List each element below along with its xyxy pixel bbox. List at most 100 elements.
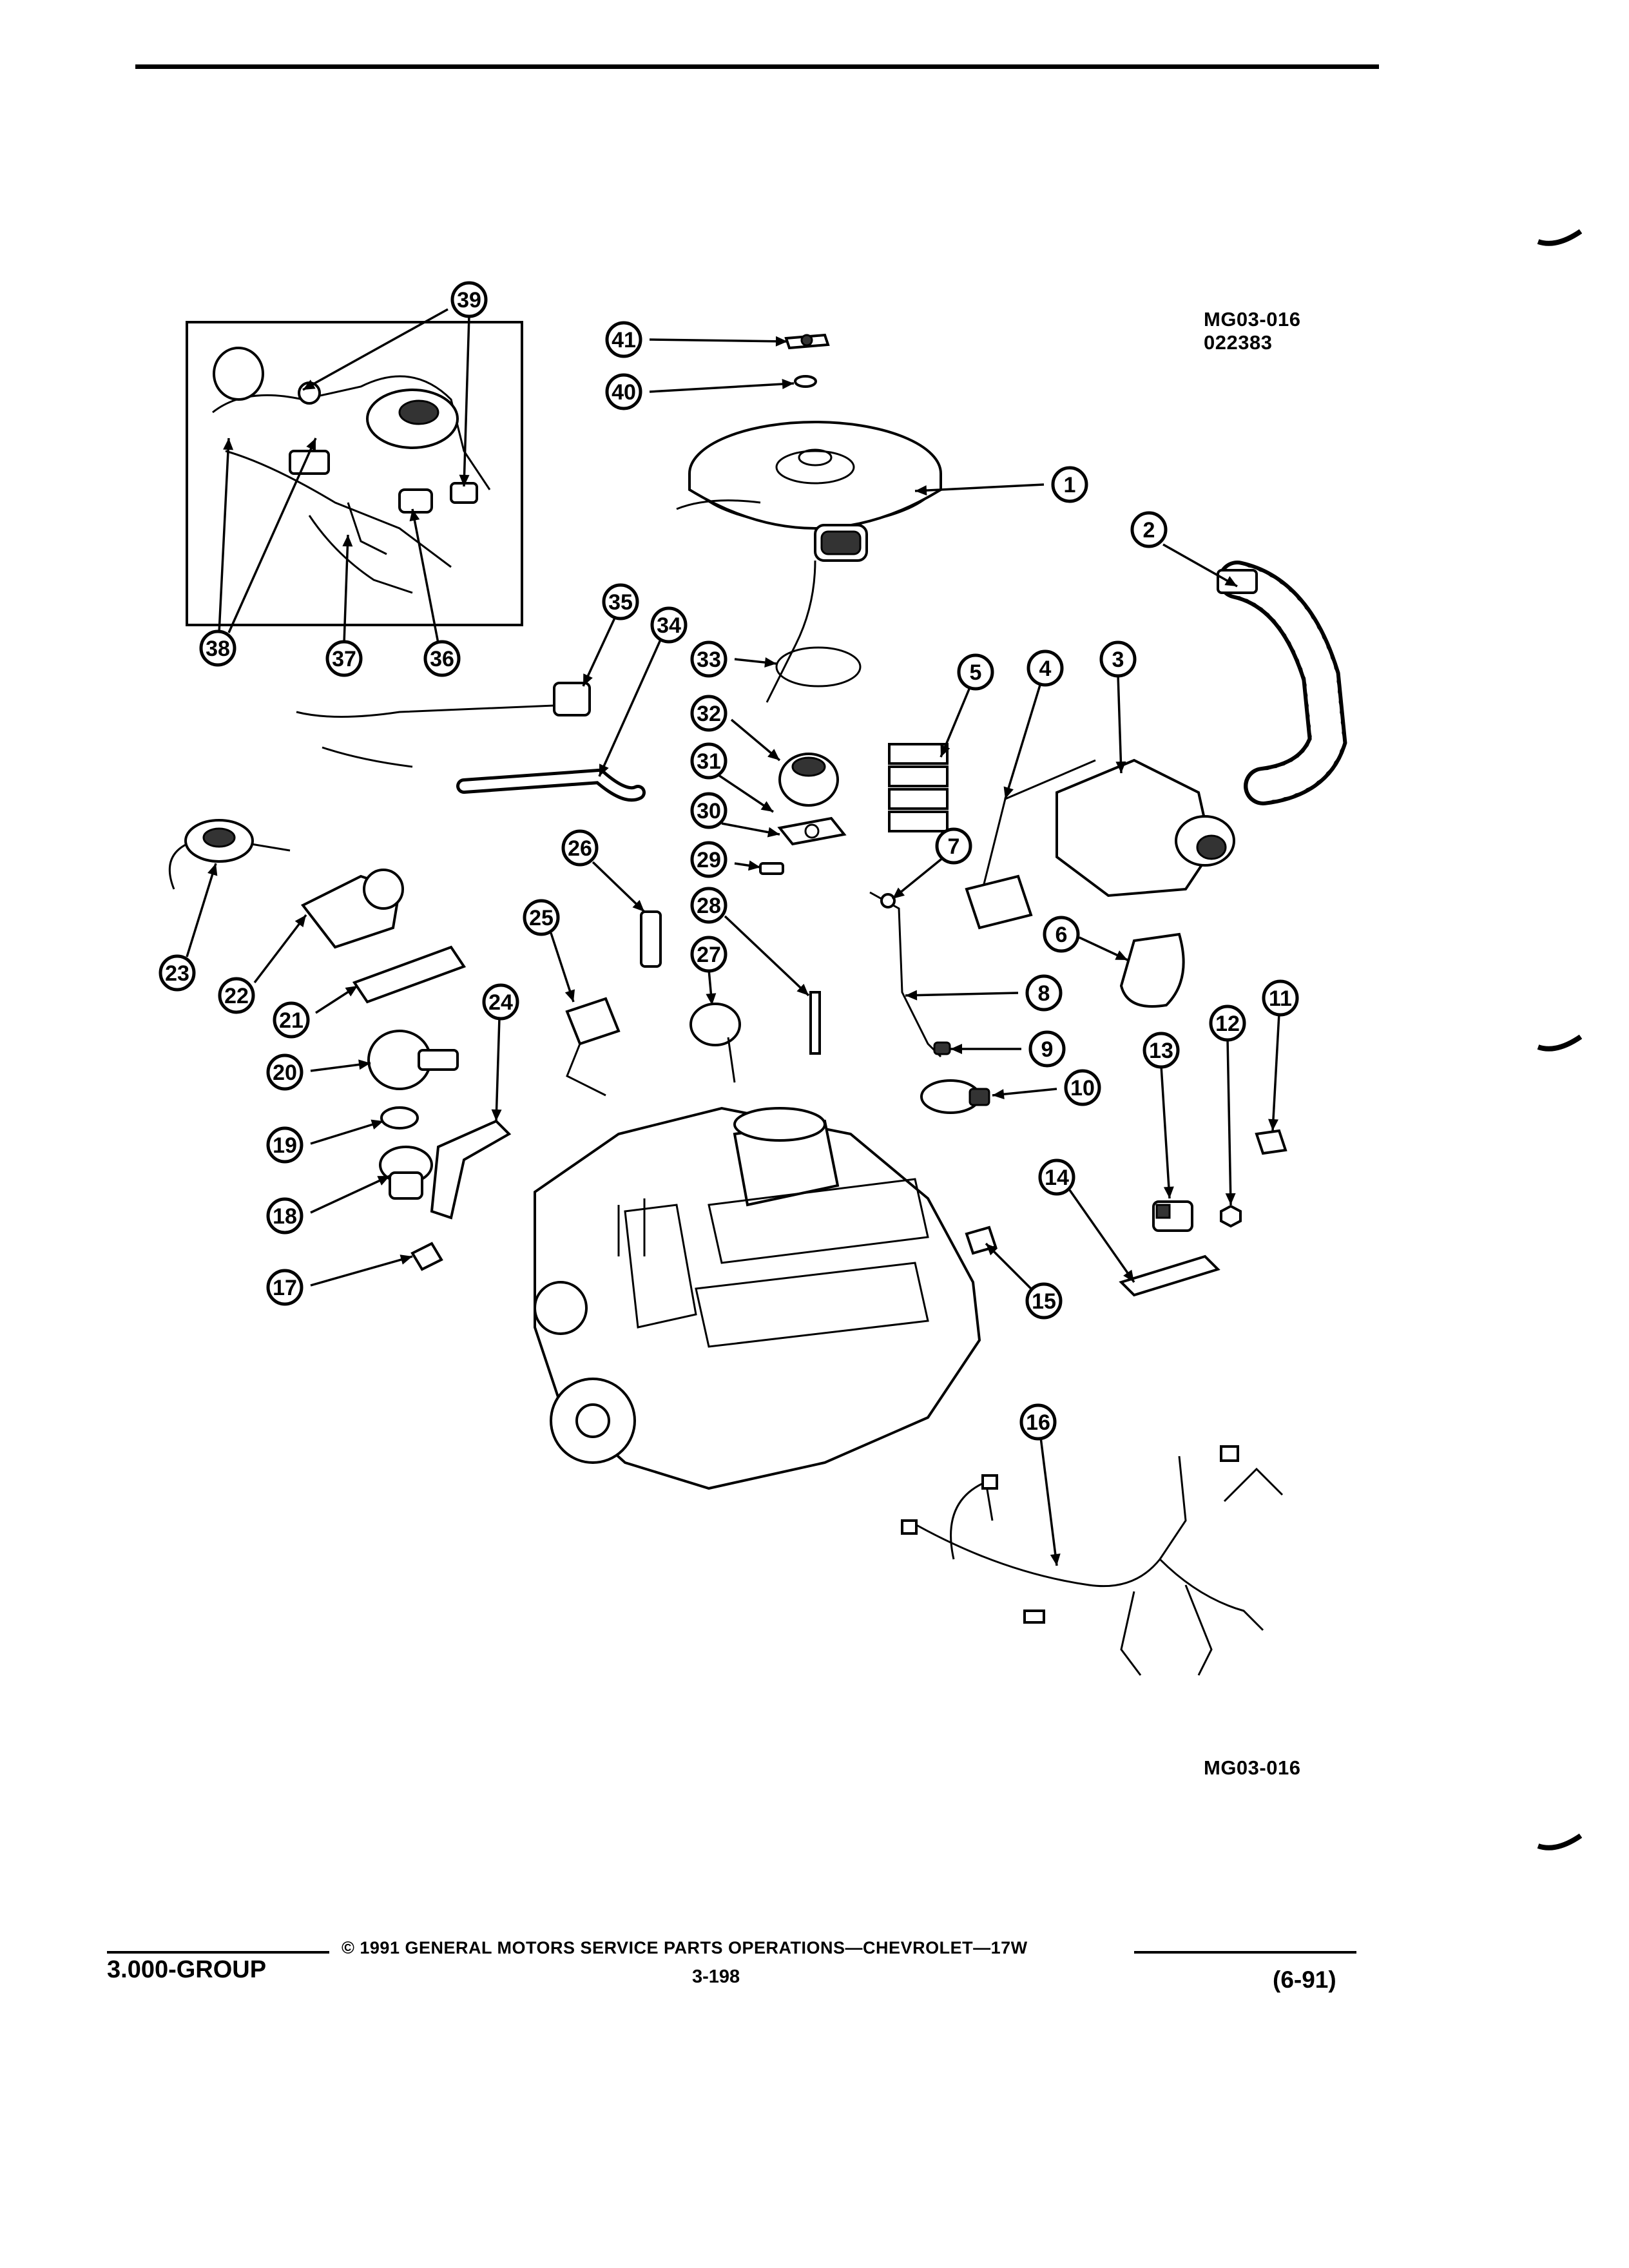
leader-arrowhead-21 bbox=[345, 986, 358, 997]
bolt bbox=[759, 862, 784, 875]
leader-line-16 bbox=[1039, 1437, 1058, 1566]
callout-circle bbox=[690, 841, 728, 878]
leader-line-39 bbox=[463, 315, 470, 487]
callout-14: 14 bbox=[1038, 1158, 1075, 1196]
relay-bracket bbox=[1119, 1254, 1220, 1297]
callout-number: 33 bbox=[697, 648, 721, 672]
leader-line-35 bbox=[582, 616, 617, 687]
leader-line-11 bbox=[1271, 1013, 1280, 1131]
callout-39: 39 bbox=[450, 281, 488, 318]
clip bbox=[410, 1242, 443, 1271]
snorkel-adapter bbox=[1119, 932, 1185, 1008]
callout-number: 5 bbox=[970, 660, 982, 685]
callout-circle bbox=[482, 983, 519, 1021]
callout-number: 1 bbox=[1064, 473, 1076, 497]
air-cleaner bbox=[676, 421, 942, 562]
callout-28: 28 bbox=[690, 887, 728, 924]
choke-pull-off bbox=[689, 1003, 741, 1083]
callout-38: 38 bbox=[199, 629, 236, 667]
tube-clip bbox=[880, 893, 896, 908]
callout-13: 13 bbox=[1142, 1032, 1180, 1069]
callout-number: 7 bbox=[948, 834, 960, 859]
callout-number: 35 bbox=[608, 590, 633, 615]
callout-number: 2 bbox=[1143, 518, 1155, 543]
callout-number: 20 bbox=[273, 1061, 297, 1085]
stud bbox=[809, 991, 821, 1055]
callout-number: 17 bbox=[273, 1276, 297, 1300]
engine-block bbox=[534, 1106, 981, 1490]
binder-mark bbox=[1537, 1833, 1582, 1850]
callout-circle bbox=[1262, 979, 1299, 1017]
callout-circle bbox=[1025, 1282, 1063, 1320]
wiring-harness bbox=[901, 1445, 1284, 1676]
leader-arrowhead-41 bbox=[775, 336, 787, 347]
leader-line-14 bbox=[1068, 1189, 1135, 1283]
vacuum-delay-valve bbox=[367, 1030, 459, 1090]
leader-arrowhead-23 bbox=[207, 863, 218, 876]
callout-12: 12 bbox=[1209, 1004, 1246, 1042]
leader-line-22 bbox=[253, 914, 307, 984]
callout-circle bbox=[423, 640, 461, 677]
callout-circle bbox=[1043, 916, 1080, 953]
footer-page-number: 3-198 bbox=[692, 1966, 740, 1987]
callout-circle bbox=[1038, 1158, 1075, 1196]
leader-arrowhead-20 bbox=[358, 1059, 371, 1070]
egr-valve bbox=[379, 1146, 433, 1200]
callout-number: 29 bbox=[697, 848, 721, 872]
callout-8: 8 bbox=[1025, 974, 1063, 1012]
leader-arrowhead-19 bbox=[371, 1119, 383, 1129]
callout-circle bbox=[266, 1197, 304, 1235]
leader-arrowhead-39 bbox=[459, 474, 470, 486]
solenoid bbox=[300, 869, 404, 949]
leader-arrowhead-40 bbox=[782, 379, 794, 390]
callout-circle bbox=[1027, 649, 1064, 687]
callout-number: 26 bbox=[568, 836, 592, 861]
callout-16: 16 bbox=[1019, 1403, 1057, 1441]
callout-17: 17 bbox=[266, 1269, 304, 1306]
callout-2: 2 bbox=[1130, 511, 1168, 548]
callout-number: 25 bbox=[529, 906, 554, 930]
callout-circle bbox=[605, 321, 642, 358]
callout-circle bbox=[159, 954, 196, 992]
leader-arrowhead-3 bbox=[1115, 761, 1126, 773]
leader-line-1 bbox=[914, 483, 1045, 492]
reference-block: MG03-016 022383 bbox=[1204, 308, 1300, 354]
callout-number: 13 bbox=[1149, 1039, 1173, 1063]
leader-arrowhead-38 bbox=[223, 438, 234, 450]
leader-line-37 bbox=[343, 534, 349, 644]
callout-number: 31 bbox=[697, 749, 721, 774]
leader-arrowhead-31 bbox=[760, 801, 773, 812]
footer-copyright: © 1991 GENERAL MOTORS SERVICE PARTS OPER… bbox=[342, 1938, 1028, 1957]
leader-line-18 bbox=[310, 1175, 390, 1214]
leader-arrowhead-10 bbox=[992, 1089, 1005, 1100]
callout-circle bbox=[935, 827, 972, 865]
callout-number: 8 bbox=[1038, 981, 1050, 1006]
washer bbox=[794, 375, 817, 388]
callout-number: 6 bbox=[1055, 923, 1068, 947]
callout-number: 36 bbox=[430, 647, 454, 671]
temperature-switch bbox=[640, 910, 662, 968]
figure-code: MG03-016 bbox=[1204, 308, 1301, 331]
callout-number: 39 bbox=[457, 288, 481, 312]
callout-number: 23 bbox=[165, 961, 189, 986]
callout-number: 37 bbox=[332, 647, 356, 671]
check-valve bbox=[168, 819, 291, 890]
callout-circle bbox=[273, 1001, 310, 1039]
callout-37: 37 bbox=[325, 640, 363, 677]
callout-36: 36 bbox=[423, 640, 461, 677]
vent-hose bbox=[296, 704, 555, 768]
callout-circle bbox=[266, 1126, 304, 1164]
wing-nut bbox=[784, 333, 830, 350]
figure-code-bottom: MG03-016 bbox=[1204, 1756, 1301, 1779]
leader-arrowhead-24 bbox=[491, 1109, 502, 1121]
callout-circle bbox=[1130, 511, 1168, 548]
callout-circle bbox=[325, 640, 363, 677]
callout-circle bbox=[1099, 640, 1137, 678]
callout-number: 40 bbox=[612, 380, 636, 405]
leader-arrowhead-25 bbox=[564, 989, 575, 1002]
callout-circle bbox=[650, 606, 688, 644]
callout-number: 12 bbox=[1215, 1012, 1240, 1036]
callout-9: 9 bbox=[1028, 1030, 1066, 1068]
leader-arrowhead-39 bbox=[303, 380, 316, 390]
callout-41: 41 bbox=[605, 321, 642, 358]
